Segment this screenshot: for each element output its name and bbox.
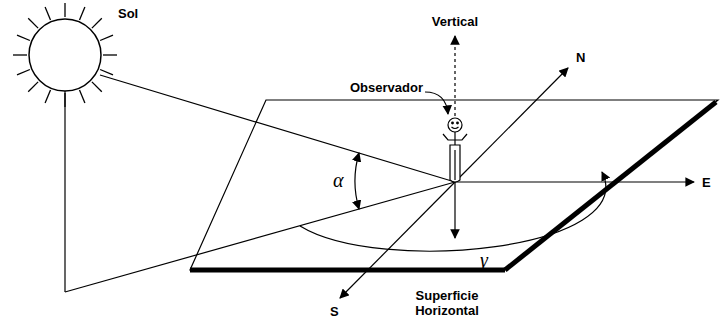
sun-ray — [103, 54, 117, 55]
observer-figure — [443, 118, 467, 182]
altitude-angle-arc — [355, 153, 359, 209]
ground-projection-line — [65, 182, 455, 292]
sun-ray — [17, 70, 30, 75]
vertical-label: Vertical — [432, 14, 478, 29]
surface-front-edge — [190, 268, 505, 273]
sun-ray — [28, 82, 38, 92]
south-label: S — [330, 304, 339, 319]
sun-ray — [100, 35, 113, 40]
azimuth-angle-label: γ — [480, 250, 488, 270]
vertical-axis — [454, 36, 455, 116]
sun-label: Sol — [118, 6, 138, 21]
sun-ray — [45, 90, 50, 103]
altitude-angle-label: α — [333, 170, 344, 190]
observer-label: Observador — [350, 80, 423, 95]
sun-ray — [80, 90, 85, 103]
observer-leader — [425, 92, 448, 114]
north-axis — [455, 68, 568, 182]
surface-label: Superficie Horizontal — [401, 288, 493, 318]
sun-ray-line — [100, 75, 455, 182]
north-label: N — [576, 50, 585, 65]
sun-disc — [29, 19, 101, 91]
down-axis — [454, 182, 455, 238]
surface-right-edge — [505, 102, 716, 270]
east-axis — [455, 181, 694, 182]
sun-ray — [80, 7, 85, 20]
azimuth-angle-arc — [300, 172, 606, 251]
sun-projection-line — [64, 91, 65, 292]
sun-ray — [64, 3, 65, 17]
sun-ray — [92, 82, 102, 92]
sun-ray — [92, 18, 102, 28]
sun-ray — [13, 54, 27, 55]
sun-ray — [28, 18, 38, 28]
sun-ray — [45, 7, 50, 20]
east-label: E — [702, 175, 711, 190]
sun-ray — [17, 35, 30, 40]
sun-ray — [100, 70, 113, 75]
